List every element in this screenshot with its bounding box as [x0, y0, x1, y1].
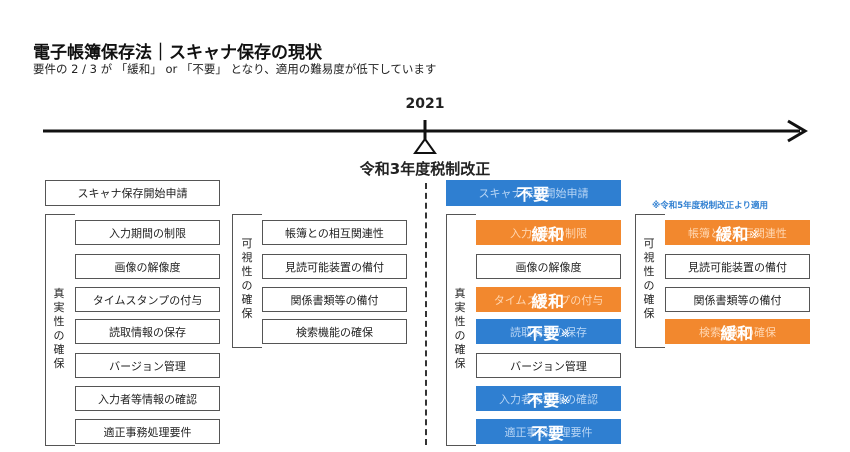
before-auth-item: 適正事務処理要件 — [75, 419, 220, 444]
after-visibility-bracket — [635, 214, 665, 348]
after-vis-item: 帳簿との相互関連性 緩和※ — [665, 220, 810, 245]
before-application: スキャナ保存開始申請 — [45, 180, 220, 206]
after-authenticity-label: 真実性 の確保 — [454, 287, 466, 370]
timeline-arrowhead — [787, 119, 808, 143]
after-vis-item: 見読可能装置の備付 — [665, 254, 810, 279]
before-vis-item: 見読可能装置の備付 — [262, 254, 407, 279]
before-vis-item: 帳簿との相互関連性 — [262, 220, 407, 245]
before-auth-item: タイムスタンプの付与 — [75, 287, 220, 312]
after-authenticity-bracket — [446, 214, 476, 446]
after-auth-item: 入力期間の制限 緩和 — [476, 220, 621, 245]
before-auth-item: 入力者等情報の確認 — [75, 386, 220, 411]
before-auth-item: バージョン管理 — [75, 353, 220, 378]
after-auth-item: 入力者等情報の確認 不要※ — [476, 386, 621, 411]
before-auth-item: 画像の解像度 — [75, 254, 220, 279]
before-auth-item: 読取情報の保存 — [75, 319, 220, 344]
timeline-year: 2021 — [405, 96, 445, 112]
divider-dashed — [425, 183, 427, 445]
note-text: ※令和5年度税制改正より適用 — [652, 201, 769, 211]
after-visibility-label: 可視性 の確保 — [643, 237, 655, 320]
after-auth-item: タイムスタンプの付与 緩和 — [476, 287, 621, 312]
era-label: 令和3年度税制改正 — [359, 160, 491, 178]
before-auth-item: 入力期間の制限 — [75, 220, 220, 245]
before-authenticity-bracket — [45, 214, 75, 446]
after-auth-item: 適正事務処理要件 不要 — [476, 419, 621, 444]
after-auth-item: 画像の解像度 — [476, 254, 621, 279]
after-vis-item: 検索機能の確保 緩和 — [665, 319, 810, 344]
after-application: スキャナ保存開始申請 不要 — [446, 180, 621, 206]
before-vis-item: 検索機能の確保 — [262, 319, 407, 344]
before-visibility-label: 可視性 の確保 — [241, 237, 253, 320]
timeline-arrow — [43, 119, 808, 154]
page-subtitle: 要件の 2 / 3 が 「緩和」 or 「不要」 となり、適用の難易度が低下して… — [33, 62, 437, 76]
after-vis-item: 関係書類等の備付 — [665, 287, 810, 312]
before-visibility-bracket — [232, 214, 262, 348]
before-authenticity-label: 真実性 の確保 — [53, 287, 65, 370]
after-auth-item: バージョン管理 — [476, 353, 621, 378]
after-auth-item: 読取情報の保存 不要※ — [476, 319, 621, 344]
timeline-marker-triangle — [413, 137, 437, 154]
page-title: 電子帳簿保存法｜スキャナ保存の現状 — [33, 43, 322, 63]
before-vis-item: 関係書類等の備付 — [262, 287, 407, 312]
